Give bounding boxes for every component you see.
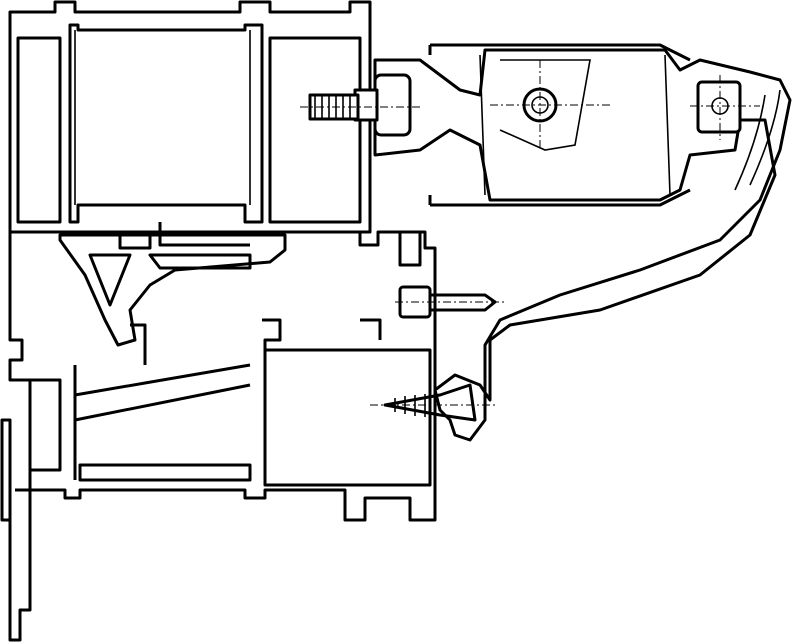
gasket-profile	[58, 222, 287, 347]
frame-profile	[0, 230, 437, 642]
sash-profile	[8, 0, 372, 234]
handle	[373, 43, 792, 442]
handle-fixing-screw	[300, 73, 420, 137]
frame-screws	[370, 285, 505, 422]
